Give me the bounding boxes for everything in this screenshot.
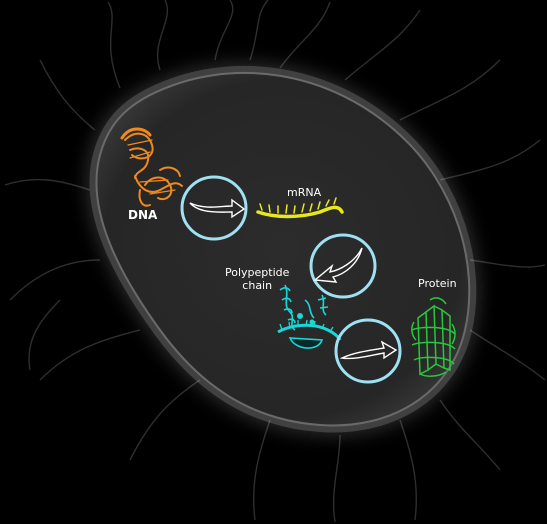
step-circle xyxy=(180,175,248,241)
mrna-strand-icon xyxy=(256,197,344,219)
polypeptide-label-line2: chain xyxy=(242,279,273,292)
step-circle xyxy=(334,318,402,384)
arrow-right-icon xyxy=(189,198,246,219)
step-translation xyxy=(309,233,377,299)
mrna-label: mRNA xyxy=(287,186,322,199)
arrow-down-left-icon xyxy=(313,247,363,283)
step-circle xyxy=(309,233,377,299)
polypeptide-chain-icon xyxy=(277,284,342,349)
step-folding xyxy=(334,318,402,384)
polypeptide-label-line1: Polypeptide xyxy=(225,266,290,279)
step-transcription xyxy=(180,175,248,241)
dna-label: DNA xyxy=(128,208,158,222)
dna-helix-icon xyxy=(120,127,183,207)
arrow-right-icon xyxy=(339,340,398,360)
protein-label: Protein xyxy=(418,277,457,290)
folded-protein-icon xyxy=(411,297,456,377)
polypeptide-chain-label: Polypeptide chain xyxy=(225,266,289,292)
cell-body xyxy=(89,65,477,433)
flagella xyxy=(4,0,546,523)
